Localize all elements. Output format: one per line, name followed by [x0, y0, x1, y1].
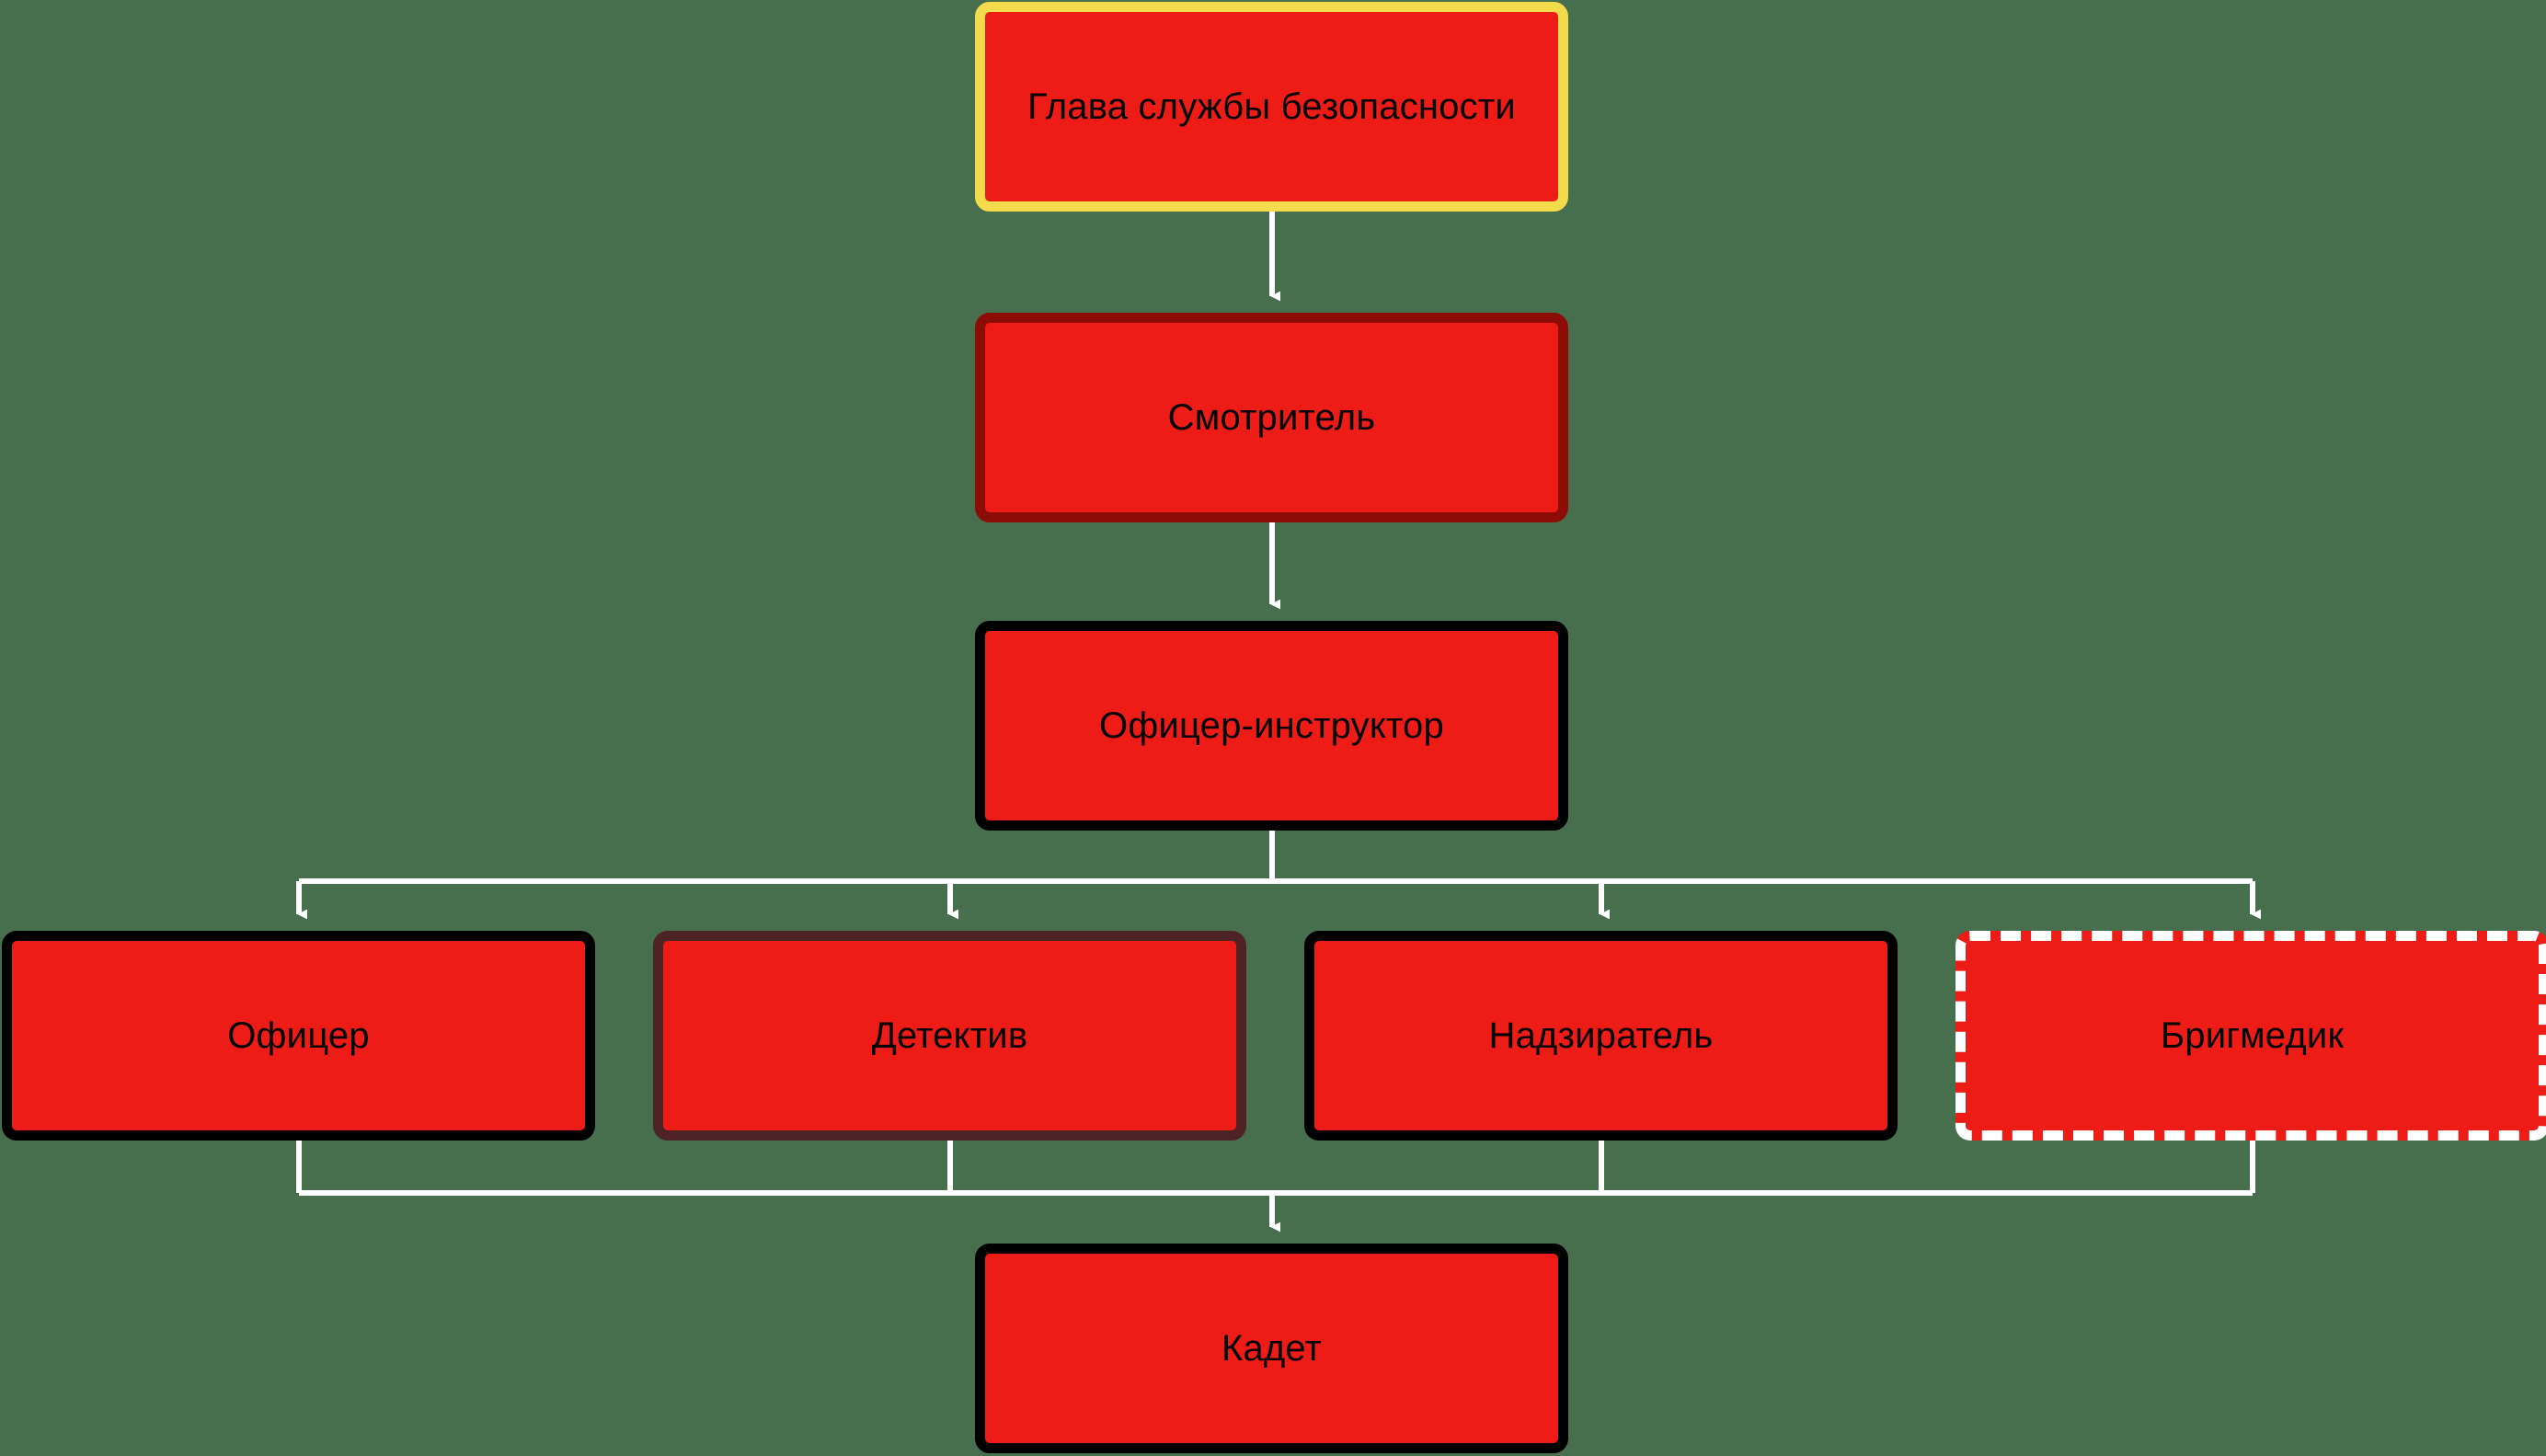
node-label: Надзиратель — [1488, 1015, 1714, 1056]
node-training-officer[interactable]: Офицер-инструктор — [975, 621, 1568, 831]
node-label: Кадет — [1221, 1328, 1323, 1369]
node-warden[interactable]: Смотритель — [975, 313, 1568, 522]
node-label: Детектив — [871, 1015, 1028, 1056]
node-cadet[interactable]: Кадет — [975, 1244, 1568, 1453]
node-brigmedic[interactable]: Бригмедик — [1955, 931, 2546, 1141]
node-head-of-security[interactable]: Глава службы безопасности — [975, 2, 1568, 212]
node-label: Офицер-инструктор — [1099, 705, 1444, 746]
node-label: Смотритель — [1167, 397, 1376, 438]
node-detective[interactable]: Детектив — [653, 931, 1246, 1141]
node-label: Бригмедик — [2160, 1015, 2345, 1056]
node-label: Глава службы безопасности — [1027, 86, 1516, 127]
node-officer[interactable]: Офицер — [2, 931, 595, 1141]
node-label: Офицер — [227, 1015, 370, 1056]
node-overseer[interactable]: Надзиратель — [1304, 931, 1898, 1141]
